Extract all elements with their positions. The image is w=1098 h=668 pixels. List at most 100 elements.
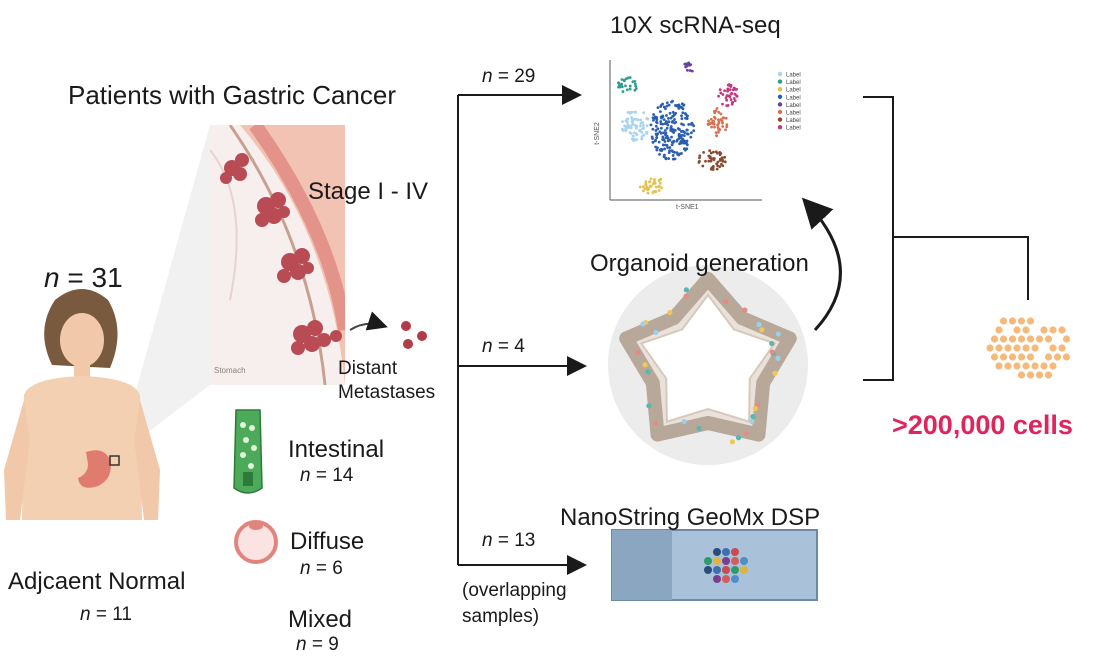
- slide-spot: [731, 575, 739, 583]
- tsne-point: [684, 65, 688, 69]
- tsne-point: [652, 118, 655, 122]
- organoid-cell: [750, 414, 756, 420]
- organoid-cell: [749, 418, 755, 425]
- tsne-point: [677, 106, 681, 110]
- cell-dot: [1026, 317, 1035, 325]
- tsne-point: [709, 117, 713, 121]
- intestinal-crypt-icon: [233, 409, 263, 494]
- tsne-point: [617, 81, 620, 85]
- tsne-point: [654, 185, 658, 189]
- tsne-point: [633, 124, 637, 127]
- tsne-point: [707, 154, 711, 158]
- tsne-point: [702, 151, 705, 154]
- intestinal-n-value: = 14: [315, 465, 354, 486]
- metastasis-label-line1: Distant: [338, 358, 398, 379]
- tsne-point: [712, 150, 715, 154]
- tsne-point: [707, 159, 711, 163]
- organoid-cell: [646, 403, 652, 409]
- tsne-point: [655, 136, 659, 140]
- tsne-point: [672, 128, 675, 132]
- stomach-label: Stomach: [214, 366, 246, 375]
- tsne-point: [625, 88, 629, 92]
- slide-spot: [731, 566, 739, 574]
- branch-lines: [457, 85, 587, 575]
- cell-dot: [990, 353, 999, 361]
- tsne-point: [655, 121, 659, 125]
- tsne-point: [728, 88, 732, 92]
- cell-dot: [1040, 362, 1048, 370]
- tsne-point: [677, 132, 681, 136]
- cell-dot: [995, 326, 1003, 334]
- tsne-point: [671, 154, 675, 157]
- cell-dot: [1062, 335, 1071, 343]
- tsne-point: [698, 156, 701, 160]
- organoid-count: n = 4: [482, 336, 525, 358]
- tsne-point: [735, 94, 739, 98]
- tsne-point: [659, 177, 663, 181]
- legend-label: Label: [786, 73, 801, 79]
- tsne-point: [676, 127, 680, 130]
- tsne-point: [677, 137, 681, 140]
- tsne-point: [665, 101, 669, 105]
- cell-dot: [1022, 326, 1030, 334]
- metastasis-label-line2: Metastases: [338, 382, 436, 403]
- tsne-point: [641, 127, 645, 131]
- tsne-point: [719, 118, 723, 121]
- cell-dot: [1017, 335, 1026, 343]
- subtype-diffuse-label: Diffuse: [290, 528, 365, 555]
- tsne-point: [625, 117, 629, 121]
- legend-label: Label: [786, 118, 801, 124]
- tsne-point: [621, 90, 625, 93]
- cell-dot: [1049, 362, 1057, 370]
- tsne-point: [689, 135, 693, 139]
- tsne-point: [639, 124, 642, 128]
- tsne-point: [649, 123, 653, 127]
- tsne-point: [621, 120, 624, 124]
- tsne-point: [668, 146, 672, 149]
- tsne-point: [661, 102, 664, 106]
- tsne-point: [669, 127, 673, 131]
- legend-label: Label: [786, 126, 801, 132]
- tsne-point: [641, 121, 645, 124]
- legend-swatch: [777, 94, 783, 100]
- tsne-point: [725, 94, 729, 98]
- cell-dot: [1004, 362, 1012, 370]
- cell-dot: [1049, 326, 1057, 334]
- tsne-point: [655, 117, 658, 120]
- tsne-point: [656, 127, 660, 131]
- tsne-point: [733, 92, 737, 96]
- tsne-point: [630, 110, 634, 114]
- tsne-point: [688, 63, 692, 67]
- tsne-point: [661, 137, 665, 141]
- tsne-point: [707, 119, 710, 123]
- slide-spot: [722, 566, 730, 574]
- tsne-point: [685, 62, 689, 66]
- cell-dot: [1026, 371, 1035, 379]
- normal-n-value: = 11: [95, 604, 132, 625]
- tsne-point: [717, 120, 721, 124]
- patients-title: Patients with Gastric Cancer: [68, 80, 397, 110]
- tsne-point: [648, 184, 652, 188]
- organoid-cell: [752, 405, 758, 412]
- tsne-point: [719, 91, 723, 95]
- tsne-point: [670, 149, 674, 153]
- tsne-point: [716, 126, 720, 129]
- tsne-point: [716, 164, 720, 168]
- organoid-cell: [756, 321, 762, 328]
- tsne-point: [714, 131, 718, 135]
- tsne-point: [683, 112, 687, 115]
- tsne-point: [688, 69, 692, 72]
- tsne-point: [660, 186, 663, 190]
- tsne-point: [683, 148, 687, 152]
- cell-dot: [990, 335, 999, 343]
- cell-dot: [1044, 371, 1053, 379]
- tsne-point: [721, 93, 725, 96]
- tsne-point: [624, 125, 628, 128]
- tsne-point: [620, 78, 624, 81]
- cell-dot: [1026, 335, 1035, 343]
- tsne-point: [622, 79, 626, 83]
- tsne-point: [720, 156, 724, 160]
- tsne-point: [631, 80, 635, 84]
- tsne-point: [629, 126, 633, 130]
- tsne-point: [668, 111, 672, 115]
